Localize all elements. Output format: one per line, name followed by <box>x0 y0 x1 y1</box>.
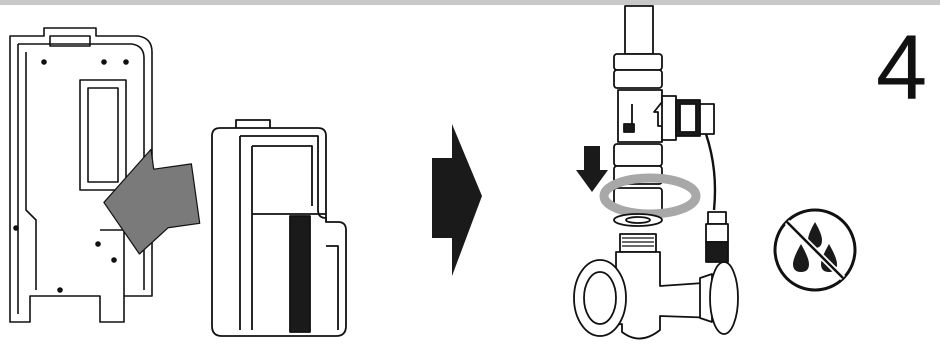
insert-arrow-icon <box>103 148 201 255</box>
down-arrow-icon <box>576 146 608 192</box>
angle-valve-assembly-icon <box>573 5 739 340</box>
top-bar <box>0 0 940 5</box>
mounting-bracket-icon <box>9 27 153 323</box>
step-number: 4 <box>876 17 928 119</box>
leak-sensor-device-icon <box>211 119 347 337</box>
next-step-arrow-icon <box>432 124 482 276</box>
no-water-icon <box>773 208 857 292</box>
